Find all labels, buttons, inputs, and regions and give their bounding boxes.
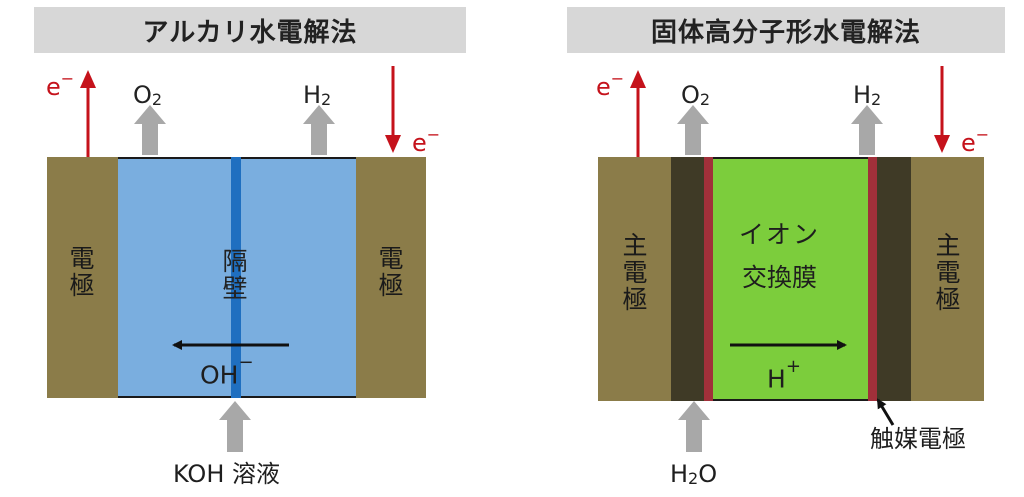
- pem-o2-label: O2: [681, 81, 711, 109]
- alkaline-electrode-left-label: 電極: [66, 245, 95, 299]
- alkaline-separator: [231, 157, 241, 398]
- pem-membrane-label-1: イオン: [739, 220, 821, 249]
- pem-catalyst-label: 触媒電極: [870, 425, 966, 453]
- alkaline-separator-label: 隔壁: [219, 248, 248, 302]
- pem-membrane-label-2: 交換膜: [742, 263, 818, 292]
- alkaline-title: アルカリ水電解法: [34, 7, 466, 53]
- pem-electrode-right-label: 主電極: [932, 232, 961, 313]
- alkaline-ion-label: OH−: [200, 354, 254, 390]
- pem-electrode-right: [911, 157, 984, 401]
- pem-catalyst-left: [704, 157, 713, 401]
- alkaline-electrode-left: [47, 157, 118, 398]
- pem-h2-arrow: [851, 105, 883, 155]
- pem-electron-out-label: e−: [596, 71, 624, 101]
- pem-electron-in-sign: −: [975, 125, 990, 144]
- pem-electrode-left-label: 主電極: [619, 232, 648, 313]
- alkaline-input-label: KOH 溶液: [173, 460, 280, 488]
- pem-input-subscript: 2: [688, 469, 699, 488]
- alkaline-electrode-right-label: 電極: [375, 245, 404, 299]
- alkaline-electron-in-arrow: [385, 66, 401, 153]
- alkaline-o2-subscript: 2: [151, 90, 163, 109]
- alkaline-electrode-right: [356, 157, 426, 398]
- pem-electron-in-label: e−: [961, 127, 989, 157]
- pem-ion-label: H+: [767, 358, 801, 394]
- pem-o2-symbol: O: [681, 81, 700, 109]
- pem-ion-charge: +: [785, 356, 801, 377]
- alkaline-h2-symbol: H: [303, 81, 322, 109]
- alkaline-electron-out-arrow: [80, 70, 96, 157]
- alkaline-h2-subscript: 2: [321, 90, 332, 109]
- pem-title: 固体高分子形水電解法: [567, 7, 1005, 53]
- pem-o2-arrow: [677, 105, 709, 155]
- pem-electron-in-symbol: e: [961, 129, 976, 157]
- pem-input-o: O: [698, 460, 718, 488]
- pem-ion-text: H: [767, 364, 786, 394]
- pem-o2-subscript: 2: [699, 90, 711, 109]
- alkaline-electron-out-sign: −: [60, 69, 75, 88]
- alkaline-input-arrow: [219, 401, 251, 452]
- alkaline-electron-out-symbol: e: [46, 73, 61, 101]
- pem-membrane: [713, 157, 868, 401]
- pem-input-label: H2O: [670, 460, 718, 488]
- alkaline-electron-out-label: e−: [46, 71, 74, 101]
- alkaline-electron-in-sign: −: [426, 125, 441, 144]
- pem-h2-label: H2: [853, 81, 882, 109]
- pem-electron-out-arrow: [630, 70, 646, 157]
- pem-diffusion-right: [877, 157, 911, 401]
- pem-diffusion-left: [671, 157, 704, 401]
- pem-electron-out-symbol: e: [596, 73, 611, 101]
- alkaline-ion-text: OH: [200, 360, 239, 390]
- alkaline-electron-in-symbol: e: [412, 129, 427, 157]
- alkaline-h2-arrow: [303, 105, 335, 155]
- alkaline-o2-symbol: O: [133, 81, 152, 109]
- pem-h2-subscript: 2: [871, 90, 882, 109]
- alkaline-o2-label: O2: [133, 81, 163, 109]
- pem-input-arrow: [678, 401, 710, 452]
- alkaline-o2-arrow: [134, 105, 166, 155]
- pem-electrode-left: [598, 157, 671, 401]
- pem-electron-out-sign: −: [610, 69, 625, 88]
- alkaline-h2-label: H2: [303, 81, 332, 109]
- alkaline-electron-in-label: e−: [412, 127, 440, 157]
- pem-h2-symbol: H: [853, 81, 872, 109]
- pem-catalyst-pointer: [876, 398, 895, 426]
- pem-electron-in-arrow: [934, 66, 950, 153]
- pem-catalyst-right: [868, 157, 877, 401]
- alkaline-ion-charge: −: [238, 352, 254, 373]
- pem-input-h: H: [670, 460, 689, 488]
